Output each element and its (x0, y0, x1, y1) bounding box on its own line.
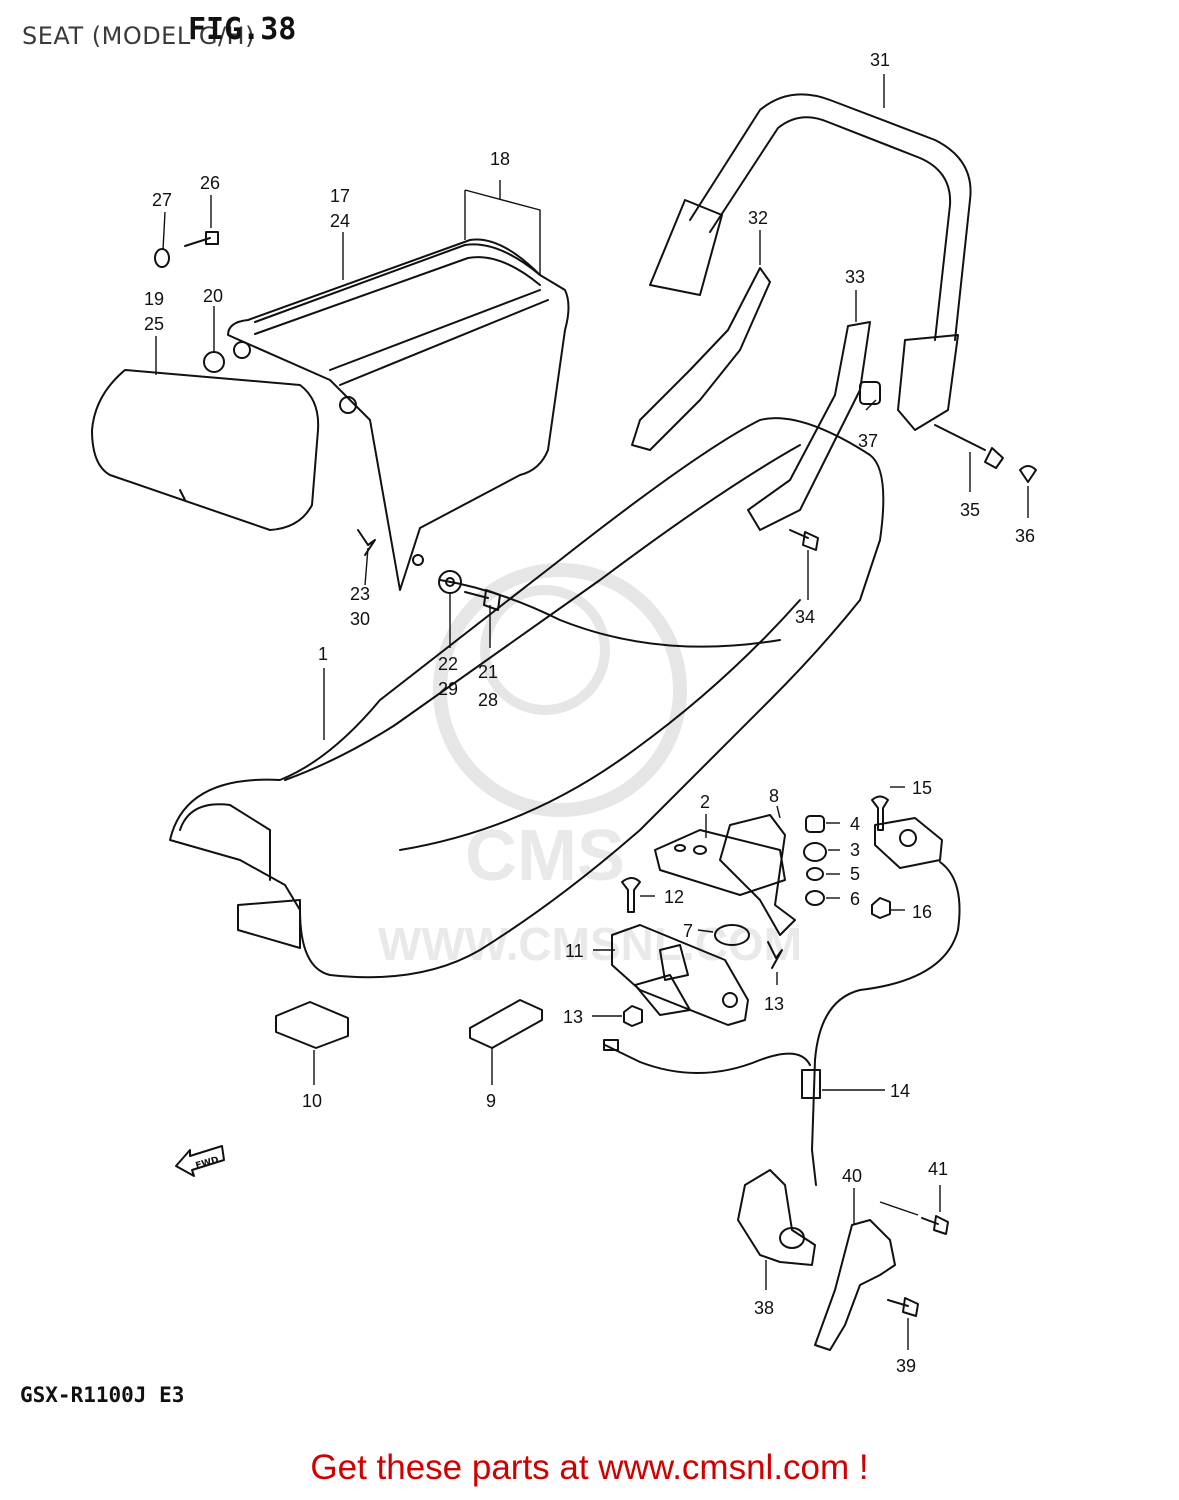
rubber-pad (275, 1001, 349, 1049)
nut-6 (805, 890, 825, 906)
callout-21: 21 (478, 662, 498, 682)
bolt-41 (921, 1215, 949, 1235)
bolt-39 (887, 1297, 919, 1317)
callout-23: 23 (350, 584, 370, 604)
callout-36: 36 (1015, 526, 1035, 546)
callout-38: 38 (754, 1298, 774, 1318)
callout-25: 25 (144, 314, 164, 334)
washer-cowl (154, 248, 170, 268)
grab-rail (649, 93, 972, 431)
seat-main (169, 417, 885, 979)
callout-24: 24 (330, 211, 350, 231)
callout-12: 12 (664, 887, 684, 907)
nut-13 (623, 1005, 643, 1027)
screw-15 (871, 795, 889, 831)
callout-18: 18 (490, 149, 510, 169)
nut-16 (871, 897, 891, 919)
callout-13b: 13 (563, 1007, 583, 1027)
screw-bracket (789, 529, 819, 551)
grommet (203, 351, 225, 373)
seat-tail-pad (91, 369, 320, 531)
callout-4: 4 (850, 814, 860, 834)
callout-20: 20 (203, 286, 223, 306)
clip (357, 529, 376, 556)
callout-33: 33 (845, 267, 865, 287)
seat-lock-assy (611, 924, 749, 1026)
callout-17: 17 (330, 186, 350, 206)
callout-28: 28 (478, 690, 498, 710)
callout-34: 34 (795, 607, 815, 627)
callout-16: 16 (912, 902, 932, 922)
hook-bracket (719, 814, 796, 936)
callout-37: 37 (858, 431, 878, 451)
callout-26: 26 (200, 173, 220, 193)
callout-13a: 13 (764, 994, 784, 1014)
callout-15: 15 (912, 778, 932, 798)
forward-arrow-icon: FWD (175, 1145, 225, 1177)
watermark-logo-text: CMS (465, 816, 625, 896)
callout-29: 29 (438, 679, 458, 699)
latch-plate (654, 829, 786, 896)
callout-35: 35 (960, 500, 980, 520)
callout-22: 22 (438, 654, 458, 674)
callout-40: 40 (842, 1166, 862, 1186)
callout-3: 3 (850, 840, 860, 860)
model-code: GSX-R1100J E3 (20, 1383, 185, 1407)
callout-6: 6 (850, 889, 860, 909)
screw-cowl (184, 231, 219, 247)
collar-5 (806, 867, 824, 881)
callout-7: 7 (683, 921, 693, 941)
callout-30: 30 (350, 609, 370, 629)
callout-32: 32 (748, 208, 768, 228)
grommet-3 (803, 842, 827, 862)
promo-banner[interactable]: Get these parts at www.cmsnl.com ! (310, 1448, 869, 1487)
callout-8: 8 (769, 786, 779, 806)
plate-9 (469, 999, 543, 1049)
collar (859, 381, 881, 405)
callout-27: 27 (152, 190, 172, 210)
rail-bracket-right (747, 321, 871, 531)
screw-12 (621, 877, 641, 913)
callout-31: 31 (870, 50, 890, 70)
clip-13 (767, 941, 783, 969)
callout-41: 41 (928, 1159, 948, 1179)
seat-cowl (227, 238, 570, 591)
bolt-rail (934, 424, 1004, 469)
callout-9: 9 (486, 1091, 496, 1111)
callout-5: 5 (850, 864, 860, 884)
cushion-4 (805, 815, 825, 833)
damper-7 (714, 924, 750, 946)
lock-assembly (737, 1169, 816, 1266)
callout-39: 39 (896, 1356, 916, 1376)
callout-10: 10 (302, 1091, 322, 1111)
rail-bracket-left (631, 267, 771, 451)
cap-nut (1019, 465, 1037, 483)
figure-number: FIG.38 (188, 12, 297, 47)
lock-bracket (814, 1219, 896, 1351)
leader-lines (155, 74, 1029, 1350)
callout-bracket-18 (464, 180, 541, 275)
callout-19: 19 (144, 289, 164, 309)
callout-11: 11 (565, 941, 584, 961)
latch-block (874, 817, 943, 869)
watermark-logo: CMS WWW.CMSNL.COM (378, 563, 802, 970)
page-title: SEAT (MODEL G/H) (22, 22, 255, 50)
seat-lock-cable (604, 861, 961, 1186)
callout-14: 14 (890, 1081, 910, 1101)
callout-2: 2 (700, 792, 710, 812)
callout-1: 1 (318, 644, 328, 664)
